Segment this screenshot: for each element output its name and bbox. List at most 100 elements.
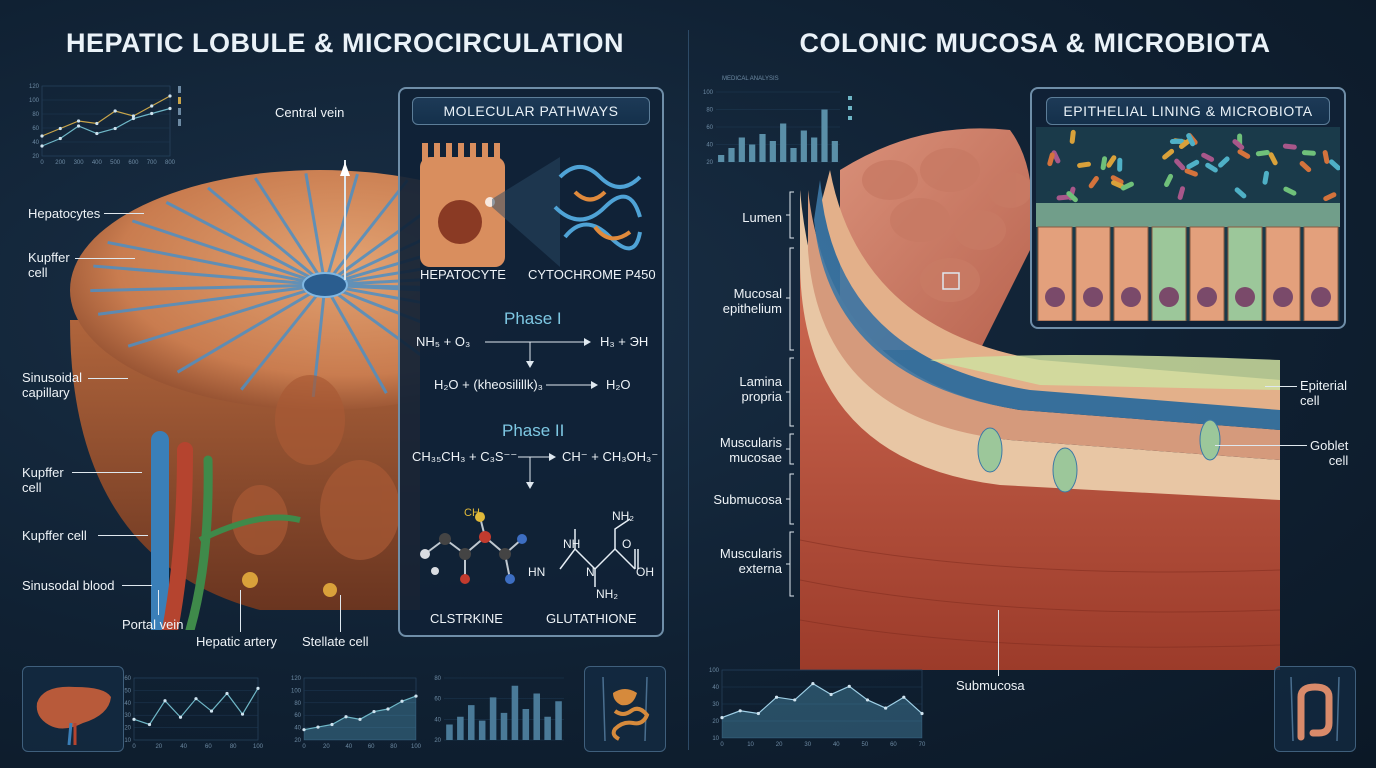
data-point — [225, 691, 229, 696]
label-kupffer-cell-3: Kupffer cell — [22, 528, 87, 543]
leader-hepatic-artery — [240, 590, 241, 632]
x-tick-label: 0 — [720, 742, 724, 748]
digestive-icon-box — [584, 666, 666, 752]
label-submucosa: Submucosa — [713, 492, 782, 507]
bacterium — [1186, 133, 1196, 147]
epithelial-lining-panel: EPITHELIAL LINING & MICROBIOTA — [1030, 87, 1346, 329]
molecular-pathways-title: MOLECULAR PATHWAYS — [412, 97, 650, 125]
y-tick-label: 40 — [712, 685, 719, 691]
x-tick-label: 60 — [368, 744, 375, 750]
data-point — [372, 709, 376, 714]
series-line — [41, 107, 171, 147]
bacterium — [1169, 138, 1184, 145]
x-tick-label: 80 — [390, 744, 397, 750]
data-point — [168, 94, 172, 98]
data-point — [847, 684, 851, 688]
label-central-vein: Central vein — [275, 105, 345, 120]
data-point — [240, 712, 245, 716]
data-point — [344, 715, 348, 719]
sinusoid-line — [93, 264, 326, 287]
bacterium — [1322, 150, 1330, 164]
label-hepatic-artery: Hepatic artery — [196, 634, 277, 649]
sinusoid-line — [165, 201, 326, 287]
data-point — [113, 126, 117, 131]
hepatocyte-cyp-illustration — [420, 143, 642, 267]
data-point — [829, 692, 833, 697]
sinusoid-line — [207, 186, 326, 287]
data-point — [113, 109, 117, 113]
leader-kupffer-2 — [72, 472, 142, 473]
x-tick-label: 700 — [147, 160, 158, 166]
bacterium — [1077, 161, 1091, 168]
chart-top-left-legend — [178, 82, 220, 152]
reaction2-products: H₂O — [606, 377, 631, 392]
bacterium — [1164, 173, 1174, 187]
y-tick-label: 40 — [294, 726, 301, 732]
bacterium — [1328, 159, 1340, 171]
sinusoid-line — [324, 278, 420, 287]
series-area — [304, 696, 416, 740]
x-tick-label: 300 — [74, 160, 85, 166]
bacterium — [1283, 186, 1297, 196]
y-tick-label: 40 — [706, 143, 713, 149]
y-tick-label: 80 — [706, 108, 713, 114]
cell-nucleus — [1083, 287, 1103, 307]
colon-tissue-illustration — [800, 128, 1281, 670]
y-tick-label: 40 — [124, 701, 131, 707]
y-tick-label: 10 — [124, 738, 131, 744]
sinusoid-line — [323, 173, 359, 286]
colon-icon-box — [1274, 666, 1356, 752]
sinusoid-line — [176, 283, 326, 374]
y-tick-label: 100 — [709, 668, 720, 674]
reaction1-products: H₃ + ЭH — [600, 334, 649, 349]
data-point — [194, 697, 198, 701]
label-stellate-cell: Stellate cell — [302, 634, 369, 649]
data-point — [256, 686, 260, 690]
leader-goblet-cell — [1215, 445, 1307, 446]
series-area — [722, 683, 922, 738]
y-tick-label: 60 — [706, 125, 713, 131]
data-point — [40, 134, 44, 138]
label-sinusoidal-capillary: Sinusoidal capillary — [22, 370, 82, 400]
bacterium — [1237, 149, 1251, 159]
bar — [446, 724, 453, 740]
x-tick-label: 30 — [804, 742, 811, 748]
data-point — [178, 715, 183, 719]
data-point — [58, 126, 62, 131]
bacterium — [1184, 168, 1198, 177]
y-tick-label: 20 — [124, 726, 131, 732]
bacterium — [1262, 170, 1270, 185]
label-portal-vein: Portal vein — [122, 617, 184, 632]
data-point — [902, 695, 906, 699]
bar — [533, 693, 540, 740]
leader-kupffer-1 — [75, 258, 135, 259]
cysteine-molecule-model — [420, 512, 527, 584]
phase1-heading: Phase I — [504, 309, 562, 328]
leader-kupffer-3 — [98, 535, 148, 536]
left-title: HEPATIC LOBULE & MICROCIRCULATION — [66, 28, 624, 58]
data-point — [95, 131, 99, 136]
bar — [728, 148, 735, 162]
data-point — [131, 114, 136, 118]
bar — [831, 141, 838, 162]
x-tick-label: 200 — [55, 160, 66, 166]
top-right-chart-caption: MEDICAL ANALYSIS — [722, 76, 779, 82]
y-tick-label: 40 — [32, 140, 39, 146]
x-tick-label: 600 — [128, 160, 139, 166]
data-point — [358, 717, 362, 721]
cyp-caption: CYTOCHROME P450 — [528, 267, 656, 282]
hn-label: HN — [528, 565, 546, 579]
reaction3-products: CH⁻ + CH₃OH₃⁻ — [562, 449, 659, 464]
x-tick-label: 80 — [230, 744, 237, 750]
data-point — [738, 709, 742, 713]
sinusoid-line — [323, 179, 409, 286]
data-point — [76, 119, 81, 123]
bacterium — [1120, 181, 1134, 191]
bar — [511, 685, 519, 740]
label-submucosa-bottom: Submucosa — [956, 678, 1025, 693]
